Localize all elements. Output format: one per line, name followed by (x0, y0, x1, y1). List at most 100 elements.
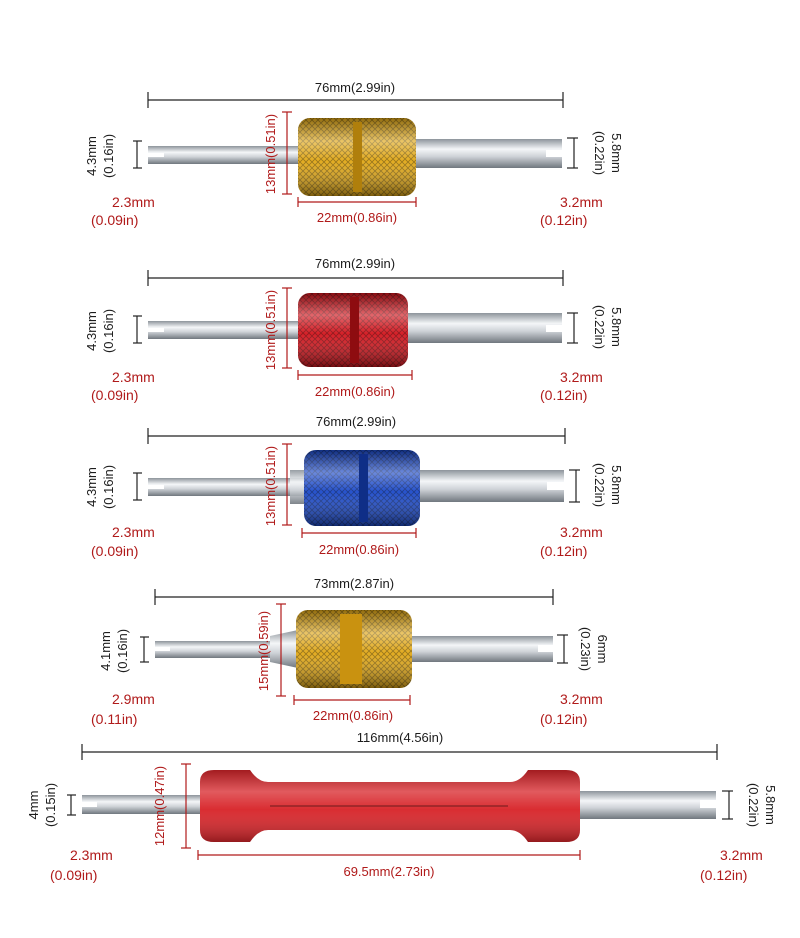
left-outer-label-b: (0.15in) (43, 783, 58, 827)
left-inner-dim: 2.3mm (0.09in) (50, 847, 113, 883)
left-inner-label-b: (0.11in) (91, 711, 137, 727)
right-outer-dim: 5.8mm (0.22in) (722, 783, 778, 827)
left-outer-dim: 4.3mm (0.16in) (84, 134, 142, 178)
right-inner-label-b: (0.12in) (540, 212, 587, 228)
left-outer-dim: 4.3mm (0.16in) (84, 309, 142, 353)
left-outer-label-a: 4.1mm (98, 631, 113, 671)
handle-width-dim: 69.5mm(2.73in) (197, 850, 581, 879)
handle-height-dim: 13mm(0.51in) (263, 111, 292, 195)
handle-height-dim: 13mm(0.51in) (263, 443, 292, 526)
right-inner-label-b: (0.12in) (540, 543, 587, 559)
left-inner-label-b: (0.09in) (91, 543, 138, 559)
left-inner-dim: 2.9mm (0.11in) (91, 691, 155, 727)
tool-5: 116mm(4.56in) 4mm (0.15in) 2.3mm (0.09in… (26, 730, 778, 883)
right-outer-label-a: 5.8mm (609, 133, 624, 173)
length-dimension: 116mm(4.56in) (81, 730, 718, 760)
knurled-handle (304, 450, 420, 526)
right-inner-dim: 3.2mm (0.12in) (540, 691, 603, 727)
length-dimension: 76mm(2.99in) (147, 256, 564, 286)
right-outer-label-b: (0.22in) (592, 131, 607, 175)
left-outer-label-a: 4.3mm (84, 467, 99, 507)
right-inner-label-a: 3.2mm (560, 691, 603, 707)
right-inner-dim: 3.2mm (0.12in) (540, 524, 603, 559)
left-outer-label-a: 4mm (26, 791, 41, 820)
right-outer-label-a: 5.8mm (609, 307, 624, 347)
shaft (148, 139, 562, 168)
length-label: 76mm(2.99in) (315, 80, 395, 95)
knurled-handle (296, 610, 412, 688)
left-inner-label-a: 2.3mm (112, 524, 155, 540)
right-inner-label-b: (0.12in) (540, 711, 587, 727)
right-inner-dim: 3.2mm (0.12in) (700, 847, 763, 883)
shaft (155, 630, 553, 668)
right-outer-label-b: (0.22in) (592, 463, 607, 507)
length-dimension: 76mm(2.99in) (147, 414, 566, 444)
left-inner-dim: 2.3mm (0.09in) (91, 369, 155, 403)
handle-width-label: 69.5mm(2.73in) (343, 864, 434, 879)
left-outer-label-a: 4.3mm (84, 136, 99, 176)
right-outer-dim: 5.8mm (0.22in) (567, 305, 624, 349)
left-inner-label-a: 2.3mm (70, 847, 113, 863)
handle-width-label: 22mm(0.86in) (315, 384, 395, 399)
screwdriver-handle (200, 770, 580, 842)
left-inner-label-b: (0.09in) (91, 212, 138, 228)
length-label: 76mm(2.99in) (316, 414, 396, 429)
shaft (82, 791, 716, 819)
right-outer-dim: 5.8mm (0.22in) (567, 131, 624, 175)
right-outer-label-b: (0.22in) (746, 783, 761, 827)
left-inner-label-a: 2.3mm (112, 194, 155, 210)
length-label: 73mm(2.87in) (314, 576, 394, 591)
knurled-handle (298, 293, 408, 367)
handle-width-dim: 22mm(0.86in) (297, 197, 417, 225)
left-inner-label-a: 2.3mm (112, 369, 155, 385)
right-inner-dim: 3.2mm (0.12in) (540, 194, 603, 228)
left-outer-dim: 4.1mm (0.16in) (98, 629, 149, 673)
tool-2: 76mm(2.99in) 4.3mm (0.16in) 2.3mm (0.09i… (84, 256, 624, 403)
right-outer-label-a: 5.8mm (763, 785, 778, 825)
handle-height-label: 12mm(0.47in) (152, 766, 167, 846)
handle-width-dim: 22mm(0.86in) (297, 370, 413, 399)
knurled-handle (298, 118, 416, 196)
length-dimension: 73mm(2.87in) (154, 576, 554, 605)
handle-height-label: 13mm(0.51in) (263, 114, 278, 194)
right-outer-dim: 6mm (0.23in) (557, 627, 610, 671)
handle-height-dim: 12mm(0.47in) (152, 763, 191, 849)
handle-width-label: 22mm(0.86in) (313, 708, 393, 723)
left-outer-dim: 4.3mm (0.16in) (84, 465, 142, 509)
right-inner-label-b: (0.12in) (700, 867, 747, 883)
tool-3: 76mm(2.99in) 4.3mm (0.16in) 2.3mm (0.09i… (84, 414, 624, 559)
handle-height-label: 13mm(0.51in) (263, 290, 278, 370)
right-inner-dim: 3.2mm (0.12in) (540, 369, 603, 403)
left-outer-dim: 4mm (0.15in) (26, 783, 76, 827)
left-outer-label-a: 4.3mm (84, 311, 99, 351)
length-label: 76mm(2.99in) (315, 256, 395, 271)
shaft (148, 470, 564, 504)
length-label: 116mm(4.56in) (357, 730, 443, 745)
handle-width-dim: 22mm(0.86in) (301, 528, 417, 557)
right-inner-label-a: 3.2mm (720, 847, 763, 863)
right-outer-dim: 5.8mm (0.22in) (569, 463, 624, 507)
handle-width-dim: 22mm(0.86in) (293, 695, 411, 723)
right-inner-label-a: 3.2mm (560, 524, 603, 540)
right-outer-label-b: (0.23in) (578, 627, 593, 671)
shaft (148, 313, 562, 343)
left-outer-label-b: (0.16in) (101, 465, 116, 509)
left-inner-dim: 2.3mm (0.09in) (91, 194, 155, 228)
right-inner-label-a: 3.2mm (560, 194, 603, 210)
handle-height-dim: 13mm(0.51in) (263, 287, 292, 370)
handle-height-label: 13mm(0.51in) (263, 446, 278, 526)
left-outer-label-b: (0.16in) (101, 309, 116, 353)
right-inner-label-a: 3.2mm (560, 369, 603, 385)
left-outer-label-b: (0.16in) (101, 134, 116, 178)
left-outer-label-b: (0.16in) (115, 629, 130, 673)
right-inner-label-b: (0.12in) (540, 387, 587, 403)
right-outer-label-a: 5.8mm (609, 465, 624, 505)
left-inner-label-a: 2.9mm (112, 691, 155, 707)
handle-width-label: 22mm(0.86in) (317, 210, 397, 225)
right-outer-label-b: (0.22in) (592, 305, 607, 349)
handle-height-label: 15mm(0.59in) (256, 611, 271, 691)
length-dimension: 76mm(2.99in) (147, 80, 564, 108)
left-inner-label-b: (0.09in) (50, 867, 97, 883)
left-inner-label-b: (0.09in) (91, 387, 138, 403)
